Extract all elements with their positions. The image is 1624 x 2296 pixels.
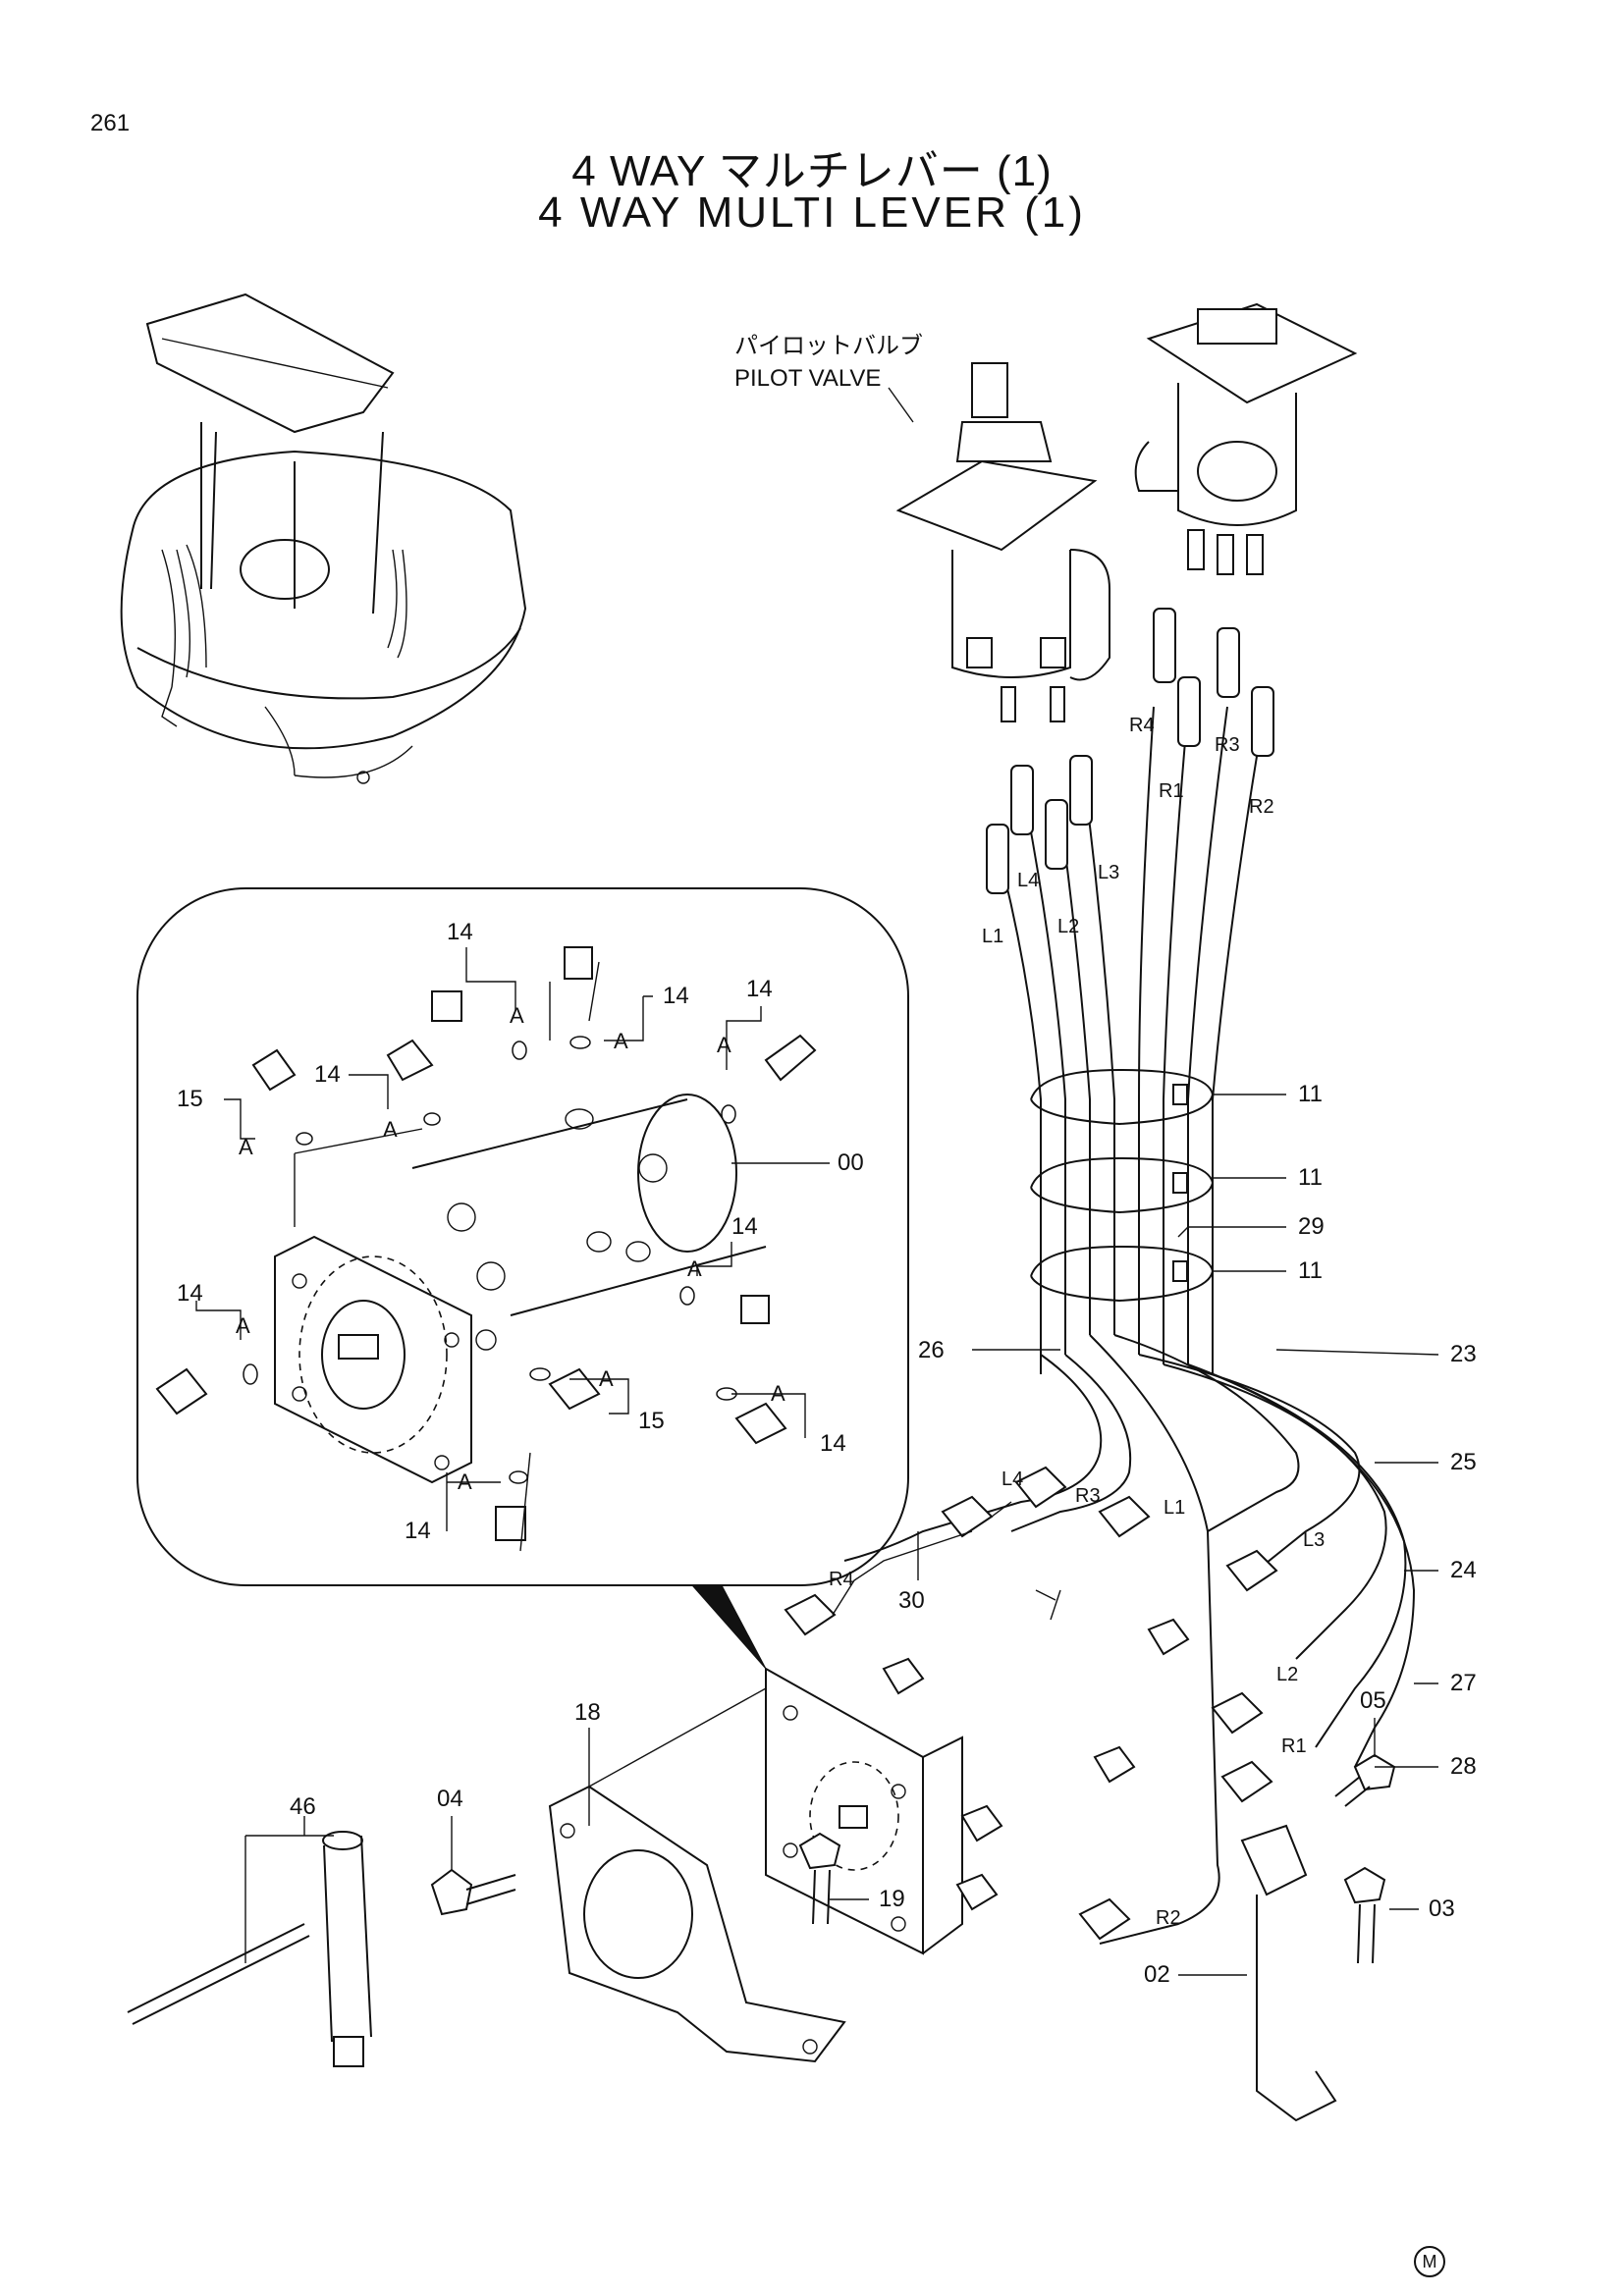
callout-14-d: 14: [314, 1061, 341, 1088]
title-english: 4 WAY MULTI LEVER (1): [538, 188, 1086, 237]
lever-tool: [127, 1831, 372, 2067]
callout-15-b: 15: [638, 1408, 665, 1434]
callout-a-5: A: [239, 1135, 253, 1159]
callout-03: 03: [1429, 1896, 1455, 1922]
hose-tag-r4-end: R4: [829, 1569, 854, 1590]
page-number: 261: [90, 110, 131, 136]
hose-tag-l1: L1: [982, 926, 1003, 947]
callout-26: 26: [918, 1337, 945, 1363]
hose-tag-r3: R3: [1215, 734, 1240, 756]
hose-bundle: [843, 608, 1416, 1945]
callout-a-4: A: [383, 1117, 398, 1142]
hose-tag-r4: R4: [1129, 715, 1155, 736]
hose-tag-r1-end: R1: [1281, 1735, 1307, 1757]
hose-tag-l2-end: L2: [1276, 1664, 1298, 1685]
callout-a-6: A: [687, 1256, 702, 1281]
callout-18: 18: [574, 1699, 601, 1726]
callout-19: 19: [879, 1886, 905, 1912]
callout-a-10: A: [458, 1469, 472, 1494]
callout-labels: R4 R1 R3 R2 L1 L4 L2 L3 R4 R3 L1 L4 L3 L…: [177, 715, 1477, 1988]
callout-02: 02: [1144, 1961, 1170, 1988]
callout-24: 24: [1450, 1557, 1477, 1583]
callout-30: 30: [898, 1587, 925, 1614]
machine-overview-illustration: [120, 293, 527, 784]
callout-14-f: 14: [177, 1280, 203, 1307]
callout-27: 27: [1450, 1670, 1477, 1696]
callout-28: 28: [1450, 1753, 1477, 1780]
callout-11-b: 11: [1298, 1164, 1323, 1191]
callout-14-g: 14: [820, 1430, 846, 1457]
hose-clamp: [1240, 1824, 1337, 2122]
callout-a-3: A: [717, 1033, 731, 1057]
hose-tag-r2: R2: [1249, 796, 1274, 818]
detail-inset: [136, 887, 909, 1670]
callout-00: 00: [838, 1149, 864, 1176]
hose-tag-l2: L2: [1057, 916, 1079, 937]
pilot-valve-label-jp: パイロットバルブ: [734, 333, 923, 359]
hose-tag-r3-end: R3: [1075, 1485, 1101, 1507]
valve-block-assembly: [765, 1466, 1278, 1955]
callout-25: 25: [1450, 1449, 1477, 1475]
callout-05: 05: [1360, 1687, 1386, 1714]
pilot-valve-right: [1134, 302, 1358, 575]
callout-14-b: 14: [663, 983, 689, 1009]
callout-46: 46: [290, 1793, 316, 1820]
callout-04: 04: [437, 1786, 463, 1812]
callout-14-c: 14: [746, 976, 773, 1002]
callout-15-a: 15: [177, 1086, 203, 1112]
callout-29: 29: [1298, 1213, 1325, 1240]
hose-tag-l4: L4: [1017, 870, 1039, 891]
callout-14-a: 14: [447, 919, 473, 945]
hose-tag-l3-end: L3: [1303, 1529, 1325, 1551]
callout-23: 23: [1450, 1341, 1477, 1367]
callout-14-h: 14: [405, 1518, 431, 1544]
callout-14-e: 14: [731, 1213, 758, 1240]
callout-a-9: A: [771, 1381, 785, 1406]
hose-tag-l1-end: L1: [1164, 1497, 1185, 1519]
title-japanese: 4 WAY マルチレバー (1): [571, 147, 1053, 195]
hose-tag-r2-end: R2: [1156, 1907, 1181, 1929]
bolts: [430, 1753, 1396, 1964]
hose-tag-l4-end: L4: [1001, 1468, 1023, 1490]
callout-a-2: A: [614, 1029, 628, 1053]
pilot-valve-label-en: PILOT VALVE: [734, 365, 881, 392]
callout-11-c: 11: [1298, 1257, 1323, 1284]
callout-a-8: A: [599, 1366, 614, 1391]
manufacturer-mark: M: [1414, 2246, 1445, 2277]
hose-tag-l3: L3: [1098, 862, 1119, 883]
callout-11-a: 11: [1298, 1081, 1323, 1107]
callout-a-1: A: [510, 1003, 524, 1028]
pilot-valve-left: [895, 362, 1110, 722]
callout-a-7: A: [236, 1313, 250, 1338]
mounting-bracket: [548, 1687, 846, 2063]
hose-tag-r1: R1: [1159, 780, 1184, 802]
